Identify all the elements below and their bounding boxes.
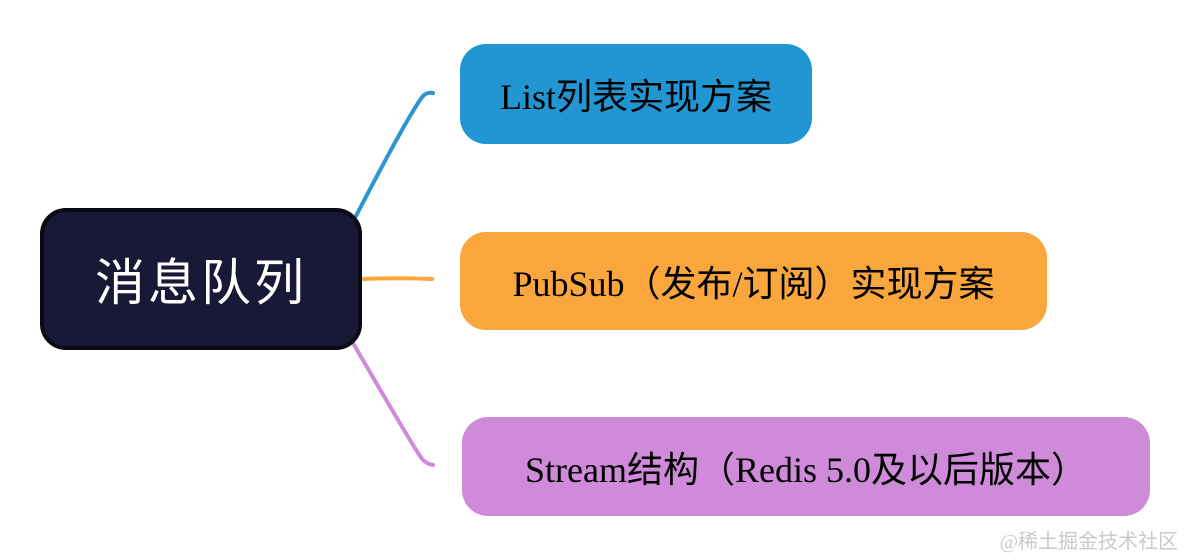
child-node-list-label: List列表实现方案 — [499, 77, 772, 117]
child-node-list[interactable]: List列表实现方案 — [460, 44, 812, 144]
child-node-stream-label: Stream结构（Redis 5.0及以后版本） — [525, 449, 1087, 490]
connector-root-to-list — [354, 90, 435, 218]
root-node-label: 消息队列 — [95, 255, 307, 311]
connector-root-to-stream — [351, 341, 435, 467]
child-node-stream[interactable]: Stream结构（Redis 5.0及以后版本） — [462, 417, 1150, 516]
child-node-pubsub-label: PubSub（发布/订阅）实现方案 — [512, 264, 995, 304]
watermark: @稀土掘金技术社区 — [999, 531, 1178, 553]
child-node-pubsub[interactable]: PubSub（发布/订阅）实现方案 — [460, 232, 1047, 330]
connector-root-to-pubsub — [361, 276, 434, 281]
root-node-message-queue[interactable]: 消息队列 — [40, 208, 362, 350]
